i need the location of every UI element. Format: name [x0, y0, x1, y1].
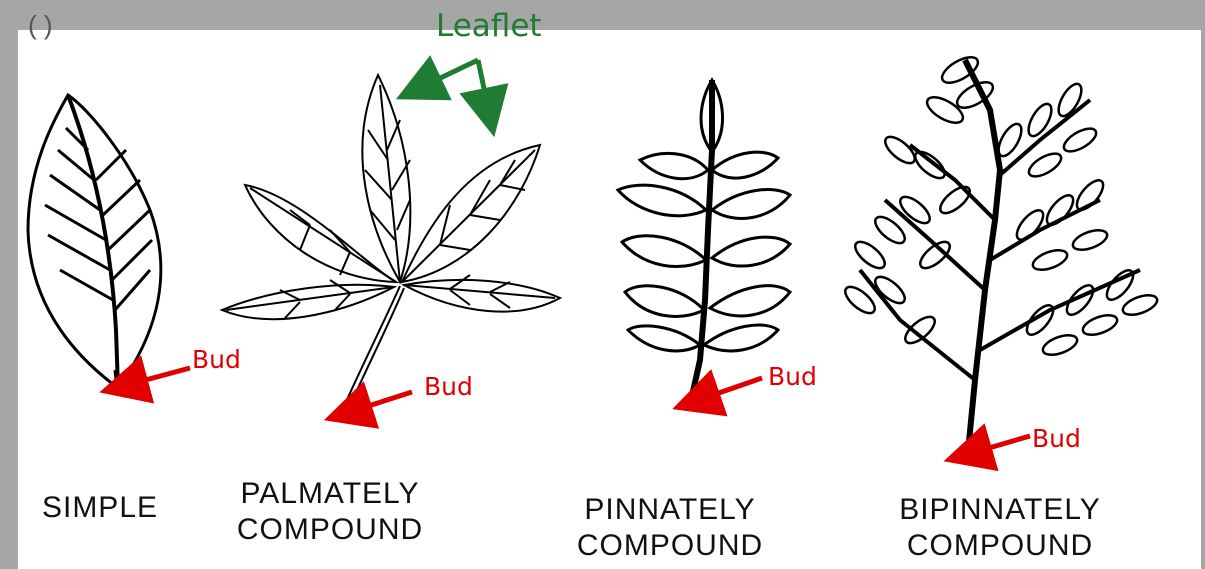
- simple-leaf-drawing: [28, 95, 161, 388]
- caption-palmate-line1: PALMATELY: [230, 476, 430, 512]
- bud-arrows: [138, 368, 1030, 450]
- bud-label-palmate: Bud: [424, 372, 473, 401]
- caption-pinnate-line2: COMPOUND: [570, 528, 770, 564]
- caption-palmate: PALMATELY COMPOUND: [230, 476, 430, 548]
- leaflet-arrows: [432, 60, 486, 98]
- bud-arrow-simple: [138, 368, 190, 382]
- bud-label-simple: Bud: [192, 345, 241, 374]
- leaflet-arrow-left: [432, 60, 478, 82]
- caption-simple-line1: SIMPLE: [20, 490, 180, 526]
- caption-bipinnate: BIPINNATELY COMPOUND: [880, 492, 1120, 564]
- leaflet-arrow-right: [478, 60, 486, 98]
- bud-label-bipinnate: Bud: [1032, 424, 1081, 453]
- caption-pinnate-line1: PINNATELY: [570, 492, 770, 528]
- bipinnately-compound-drawing: [841, 52, 1160, 452]
- caption-bipinnate-line2: COMPOUND: [880, 528, 1120, 564]
- bud-arrow-palmate: [362, 392, 412, 408]
- bud-arrow-bipinnate: [982, 436, 1030, 450]
- caption-bipinnate-line1: BIPINNATELY: [880, 492, 1120, 528]
- caption-palmate-line2: COMPOUND: [230, 512, 430, 548]
- caption-simple: SIMPLE: [20, 490, 180, 526]
- palmately-compound-drawing: [222, 75, 560, 421]
- caption-pinnate: PINNATELY COMPOUND: [570, 492, 770, 564]
- bud-arrow-pinnate: [710, 378, 762, 396]
- pinnately-compound-drawing: [618, 80, 790, 405]
- bud-label-pinnate: Bud: [768, 362, 817, 391]
